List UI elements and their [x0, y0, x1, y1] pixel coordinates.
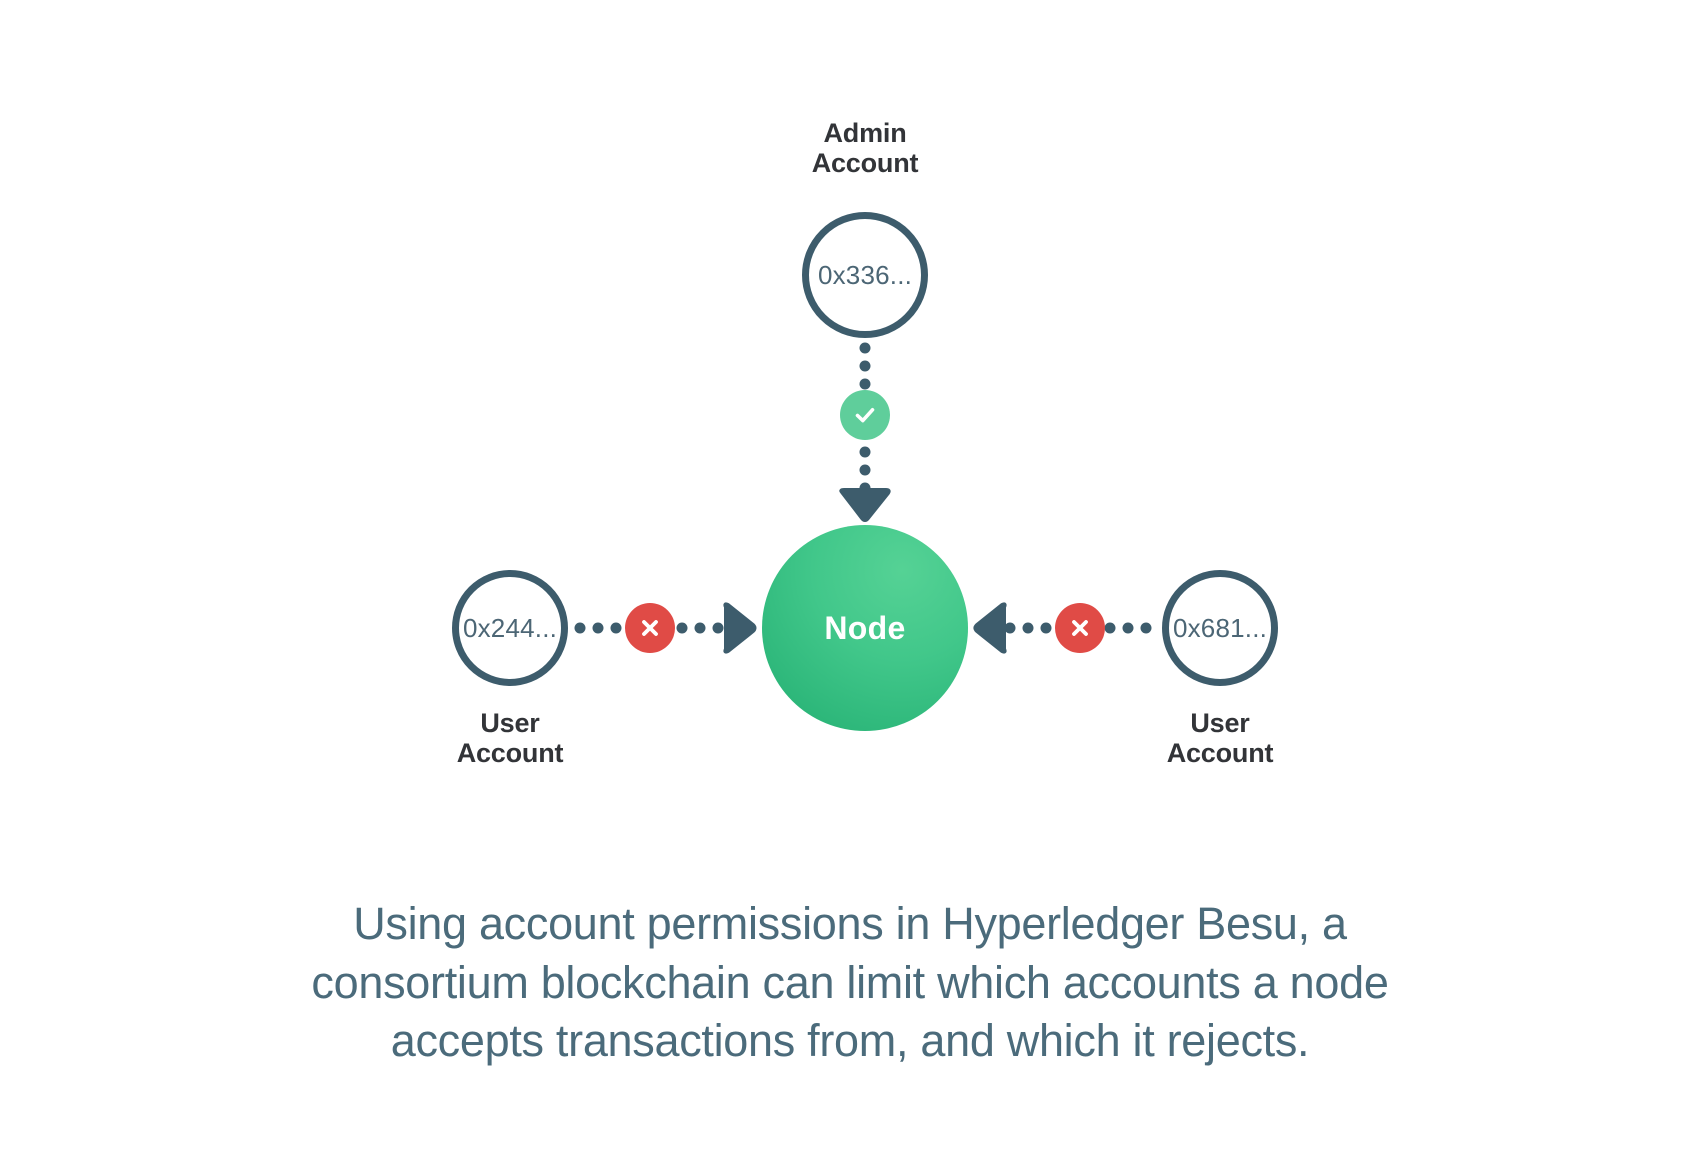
right-connector-outer	[1004, 622, 1052, 634]
deny-x-badge-right[interactable]	[1055, 603, 1105, 653]
admin-account-circle[interactable]: 0x336...	[802, 212, 928, 338]
center-node-label: Node	[824, 609, 906, 646]
check-icon	[855, 408, 875, 423]
left-connector-inner	[574, 622, 622, 634]
user-account-label-left: User Account	[456, 708, 564, 769]
left-arrowhead-right-icon	[723, 602, 757, 654]
caption: Using account permissions in Hyperledger…	[0, 895, 1700, 1071]
user-account-label-right: User Account	[1166, 708, 1274, 769]
right-connector-inner	[1104, 622, 1152, 634]
user-account-circle-left[interactable]: 0x244...	[452, 570, 568, 686]
admin-connector-upper	[859, 342, 871, 390]
allow-check-badge[interactable]	[840, 390, 890, 440]
admin-account-label: Admin Account	[811, 118, 919, 179]
admin-account-address: 0x336...	[817, 259, 913, 290]
left-connector-outer	[676, 622, 724, 634]
deny-x-badge-left[interactable]	[625, 603, 675, 653]
user-account-address-right: 0x681...	[1172, 612, 1268, 643]
caption-line-2: consortium blockchain can limit which ac…	[311, 956, 1389, 1008]
x-icon	[642, 620, 658, 636]
right-arrowhead-left-icon	[973, 602, 1007, 654]
caption-line-1: Using account permissions in Hyperledger…	[353, 898, 1347, 949]
admin-arrowhead-down-icon	[839, 488, 891, 522]
user-account-circle-right[interactable]: 0x681...	[1162, 570, 1278, 686]
center-node[interactable]: Node	[762, 525, 968, 731]
caption-line-3: accepts transactions from, and which it …	[390, 1015, 1310, 1066]
x-icon	[1072, 620, 1088, 636]
user-account-address-left: 0x244...	[462, 612, 558, 643]
